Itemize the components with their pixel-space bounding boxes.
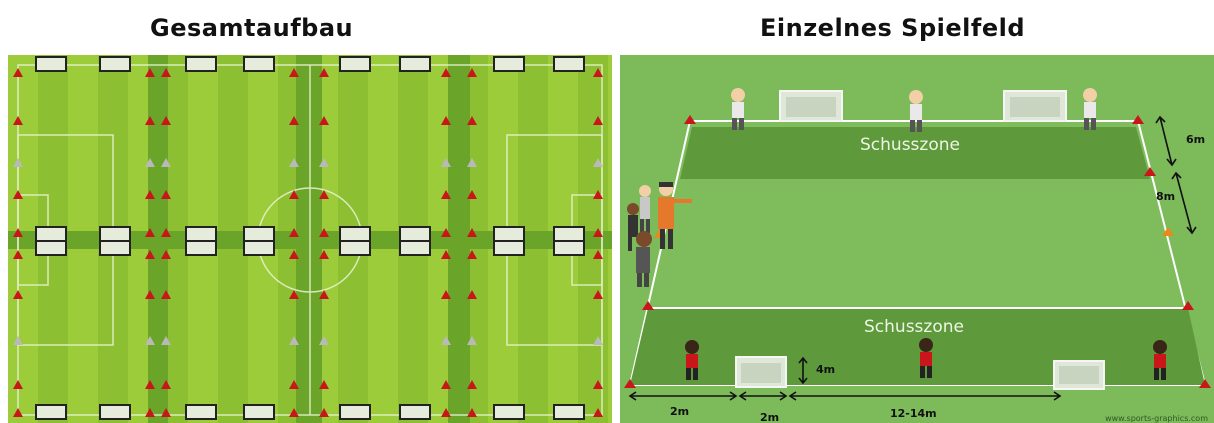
goal [494,405,524,419]
goal [100,227,130,241]
goal [400,57,430,71]
goal [36,227,66,241]
overall-setup-diagram [8,55,612,423]
single-field-title: Einzelnes Spielfeld [760,14,1025,42]
goal-width-label: 2m [760,411,779,423]
goal [554,241,584,255]
overall-setup-title: Gesamtaufbau [150,14,353,42]
goal [340,405,370,419]
goal-distance-label: 4m [816,363,835,376]
goal [186,57,216,71]
goal [36,57,66,71]
goal [494,227,524,241]
bottom-zone-label: Schusszone [864,317,964,337]
goal [1004,91,1066,121]
goal [36,405,66,419]
goal [400,241,430,255]
corner-gap-label: 2m [670,405,689,418]
goal [244,227,274,241]
overall-setup-svg [8,55,612,423]
goal [340,241,370,255]
goal [400,227,430,241]
goal [186,241,216,255]
goal [186,405,216,419]
goal [186,227,216,241]
zone-depth-label: 6m [1186,133,1205,146]
single-field-diagram: Schusszone Schusszone [620,55,1214,423]
middle-gap-label: 8m [1156,190,1175,203]
goal [100,57,130,71]
goal [1054,361,1104,389]
goal [36,241,66,255]
goal [340,57,370,71]
goal [100,241,130,255]
goal [244,57,274,71]
goal [780,91,842,121]
goal [494,57,524,71]
single-field-svg: Schusszone Schusszone [620,55,1214,423]
goal [554,227,584,241]
goal [244,405,274,419]
top-zone-label: Schusszone [860,135,960,155]
goal [400,405,430,419]
goal [554,405,584,419]
goal [244,241,274,255]
goal [100,405,130,419]
goal [494,241,524,255]
goal [736,357,786,387]
goal [340,227,370,241]
credit-text: www.sports-graphics.com [1105,414,1208,423]
goal-spacing-label: 12-14m [890,407,937,420]
goal [554,57,584,71]
